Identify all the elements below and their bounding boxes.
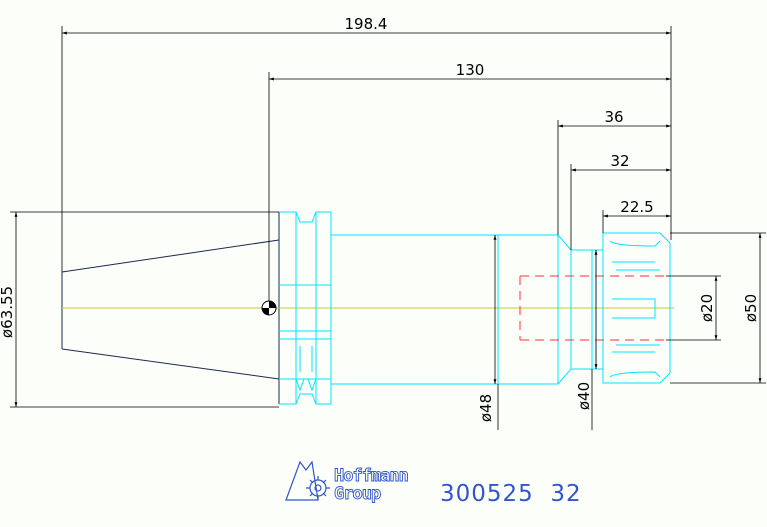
logo-text-line2: Group [334, 484, 381, 504]
dim-nut-diameter: ø50 [742, 294, 760, 322]
dim-bore-diameter: ø20 [698, 294, 716, 322]
datum-symbol [261, 300, 277, 316]
dim-shank-diameter: ø48 [477, 394, 495, 422]
logo-mountain-icon [285, 460, 319, 501]
part-number: 300525 32 [440, 481, 582, 507]
dim-gauge-length: 130 [456, 61, 485, 79]
dimension-lines [10, 26, 766, 430]
dim-nut-face-length: 22.5 [620, 198, 653, 216]
logo-text-line1: Hoffmann [334, 466, 408, 486]
hoffmann-group-logo [285, 460, 330, 501]
dim-nut-length: 36 [604, 108, 623, 126]
dim-taper-diameter: ø63.55 [0, 286, 16, 338]
dim-overall-length: 198.4 [345, 15, 388, 33]
bore-hidden-lines [519, 275, 666, 341]
dim-nut-body-length: 32 [610, 152, 629, 170]
dim-neck-diameter: ø40 [575, 382, 593, 410]
